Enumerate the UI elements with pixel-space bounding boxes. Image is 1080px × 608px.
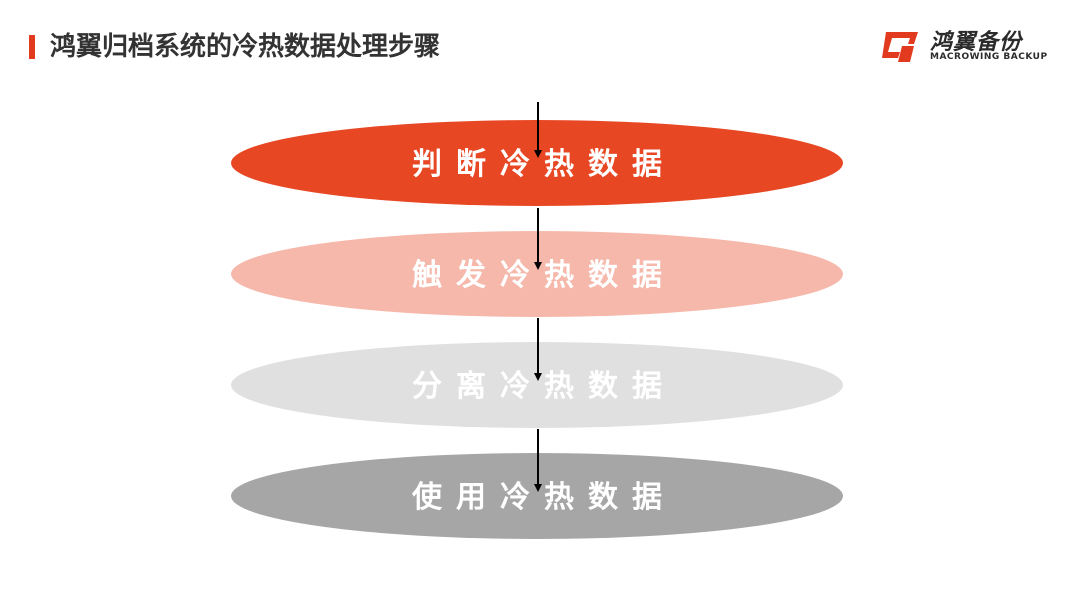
step-1: 判断冷热数据	[231, 120, 843, 206]
step-2-shape	[231, 231, 843, 317]
step-3: 分离冷热数据	[231, 342, 843, 428]
step-4-label: 使用冷热数据	[411, 480, 676, 515]
arrow-head-3	[534, 373, 542, 381]
brand-logo: 鸿翼备份 MACROWING BACKUP	[880, 24, 1050, 68]
arrow-head-1	[534, 150, 542, 158]
title-accent-bar	[29, 35, 35, 59]
logo-name-en: MACROWING BACKUP	[930, 52, 1048, 62]
step-2-label: 触发冷热数据	[412, 258, 676, 293]
arrow-head-4	[534, 484, 542, 492]
step-3-label: 分离冷热数据	[412, 369, 676, 404]
logo-mark-icon	[882, 32, 918, 62]
step-3-shape	[231, 342, 843, 428]
page-title: 鸿翼归档系统的冷热数据处理步骤	[50, 32, 441, 62]
step-4-shape	[231, 453, 843, 539]
step-1-label: 判断冷热数据	[412, 147, 676, 182]
step-4: 使用冷热数据	[231, 453, 843, 539]
step-1-shape	[231, 120, 843, 206]
arrow-head-2	[534, 262, 542, 270]
logo-name-cn: 鸿翼备份	[930, 30, 1023, 55]
